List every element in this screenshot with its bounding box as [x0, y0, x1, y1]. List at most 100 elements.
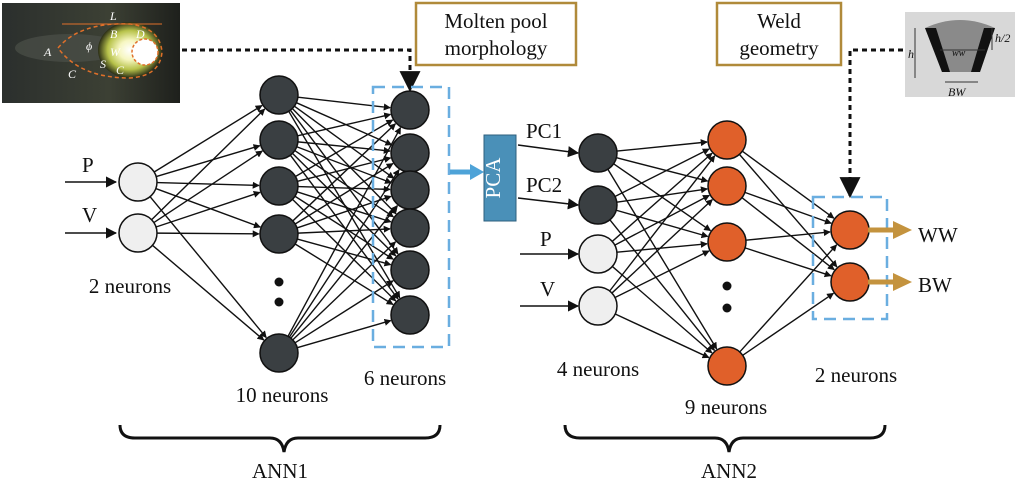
- molten-pool-label-line1: Molten pool: [444, 9, 547, 33]
- ann1-in-hidden-edge-1-2: [155, 190, 261, 228]
- ann1-hidden-out-edge-4-4: [294, 280, 394, 344]
- ann2-in-hidden-edge-2-1: [614, 194, 710, 246]
- pool-label-L: L: [109, 9, 117, 23]
- ann2-hidden-neuron-4: [707, 346, 747, 386]
- ann1-hidden-out-edge-2-3: [296, 191, 392, 224]
- ann2-outputs-count: 2 neurons: [815, 363, 897, 387]
- ann1-output-dashed-box: [371, 85, 451, 349]
- weld-to-ann2-connector: [839, 48, 903, 199]
- ann1-hidden-out-edge-4-3: [292, 241, 397, 341]
- ann2-in-hidden-edge-0-3: [607, 168, 718, 350]
- pool-label-A: A: [43, 45, 52, 59]
- ann2-input-neuron-3: [578, 234, 618, 274]
- ann1-hidden-out-edge-3-0: [292, 123, 396, 222]
- ww-output-arrow-head: [893, 221, 912, 239]
- ann1-hidden-out-edge-0-2: [293, 105, 395, 179]
- ann2-hidden-neuron-3: [707, 222, 747, 262]
- pool-label-W: W: [110, 45, 121, 59]
- pool-label-C: C: [68, 67, 77, 81]
- ann2-hidden-out-edge-0-0: [741, 150, 835, 219]
- ann2-hidden-out-edge-1-1: [741, 197, 835, 271]
- ann2-in-hidden-edge-2-0: [611, 152, 713, 242]
- ann1-output-neuron-6: [390, 295, 430, 335]
- ann1-hidden-out-edge-2-4: [294, 195, 394, 260]
- ann1-hidden-out-edge-3-2: [296, 195, 392, 229]
- ann1-hidden-out-edge-3-1: [294, 162, 394, 225]
- pool-label-S: S: [100, 57, 106, 71]
- molten-pool-image: L A B D ϕ W S C C: [2, 3, 180, 103]
- ann1-label: ANN1: [252, 459, 308, 483]
- ann2-hidden-out-edge-3-1: [742, 292, 835, 356]
- ann2-in-hidden-edge-1-0: [614, 148, 710, 198]
- ann1-hidden-out-edge-4-0: [287, 126, 402, 337]
- ann1-in-hidden-edge-1-4: [152, 244, 265, 341]
- ann1-outputs-count: 6 neurons: [364, 366, 446, 390]
- ann2-hidden-out-edge-2-0: [745, 229, 831, 241]
- pool-to-ann1-connector: [182, 48, 421, 93]
- ann2-in-hidden-edge-3-0: [609, 155, 716, 292]
- pc1-label: PC1: [526, 119, 562, 143]
- ann1-output-neuron-4: [390, 208, 430, 248]
- ann1-input-neuron-2: [118, 213, 158, 253]
- ann1-hidden-out-edge-0-3: [291, 108, 397, 215]
- ann1-inputs-count: 2 neurons: [89, 274, 171, 298]
- ann2-input-neuron-1: [578, 133, 618, 173]
- ann1-hidden-out-edge-1-0: [297, 112, 392, 137]
- pc1-arrow: [517, 144, 580, 158]
- output-ww-label: WW: [918, 223, 958, 247]
- ann2-hidden-neuron-2: [707, 166, 747, 206]
- ann1-hidden-out-edge-4-1: [288, 169, 400, 338]
- ann1-in-hidden-edge-0-0: [153, 104, 263, 173]
- ann1-hidden-out-edge-1-4: [291, 152, 397, 257]
- connections: [149, 96, 838, 359]
- ann1-in-hidden-edge-0-3: [155, 187, 261, 229]
- ann1-hidden-neuron-2: [259, 120, 299, 160]
- ann1-hidden-out-edge-3-5: [294, 243, 394, 306]
- ann2-output-dashed-box: [811, 195, 889, 321]
- pca-box: [483, 134, 517, 222]
- ann1-hidden-count: 10 neurons: [236, 383, 329, 407]
- ann2-in-hidden-edge-0-1: [616, 157, 709, 183]
- ann2-input-p-label: P: [540, 227, 552, 251]
- ann1-in-hidden-edge-0-1: [156, 144, 261, 178]
- pool-label-phi: ϕ: [86, 39, 92, 53]
- ann2-in-hidden-edge-3-3: [614, 313, 710, 359]
- pool-label-D: D: [135, 27, 145, 41]
- pool-label-B: B: [110, 27, 118, 41]
- ann1-hidden-neuron-5: [259, 333, 299, 373]
- ann2-hidden-out-edge-2-1: [744, 247, 832, 278]
- ann1-input-p-label: P: [82, 153, 94, 177]
- ann1-input-v-label: V: [82, 203, 97, 227]
- ann1-hidden-out-edge-2-2: [297, 185, 391, 193]
- ann1-hidden-out-edge-2-5: [292, 198, 397, 302]
- ann2-hidden-count: 9 neurons: [685, 395, 767, 419]
- ann2-hidden-out-edge-1-0: [744, 191, 832, 225]
- ann1-hidden-neuron-1: [259, 75, 299, 115]
- ann1-in-hidden-edge-1-1: [153, 150, 263, 224]
- ann2-hidden-ellipsis: [722, 281, 732, 313]
- ann1-hidden-out-edge-4-2: [290, 205, 399, 339]
- ann1-hidden-out-edge-1-1: [297, 141, 391, 154]
- bw-output-arrow-head: [893, 273, 912, 291]
- ann2-in-hidden-edge-2-2: [616, 240, 708, 253]
- weld-label-ww: ww: [952, 48, 966, 59]
- ann1-output-neuron-3: [390, 170, 430, 210]
- ann1-in-hidden-edge-0-2: [156, 181, 260, 189]
- ann1-hidden-out-edge-0-0: [297, 96, 391, 111]
- weld-geometry-image: h h/2 ww BW: [905, 12, 1015, 99]
- molten-pool-label-box: Molten pool morphology: [414, 1, 578, 67]
- ann2-brace: [563, 424, 887, 453]
- weld-geometry-label-box: Weld geometry: [715, 1, 843, 67]
- ann2-input-neuron-4: [578, 286, 618, 326]
- ann1-hidden-out-edge-3-4: [297, 238, 392, 267]
- ann2-hidden-out-edge-3-0: [739, 244, 838, 353]
- ann2-in-hidden-edge-0-0: [616, 139, 708, 152]
- ann1-output-neuron-5: [390, 250, 430, 290]
- ann2-output-neuron-1: [830, 210, 870, 250]
- output-bw-label: BW: [918, 273, 952, 297]
- weld-geometry-label-line1: Weld: [757, 9, 801, 33]
- ann2-label: ANN2: [701, 459, 757, 483]
- ann1-hidden-ellipsis: [274, 277, 284, 307]
- weld-label-h2: h/2: [995, 31, 1010, 45]
